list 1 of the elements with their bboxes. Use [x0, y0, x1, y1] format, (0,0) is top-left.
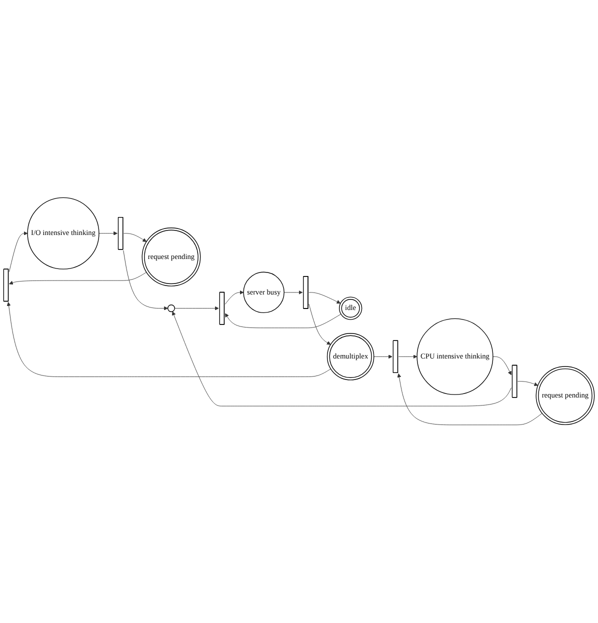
node-circle: [167, 304, 176, 312]
